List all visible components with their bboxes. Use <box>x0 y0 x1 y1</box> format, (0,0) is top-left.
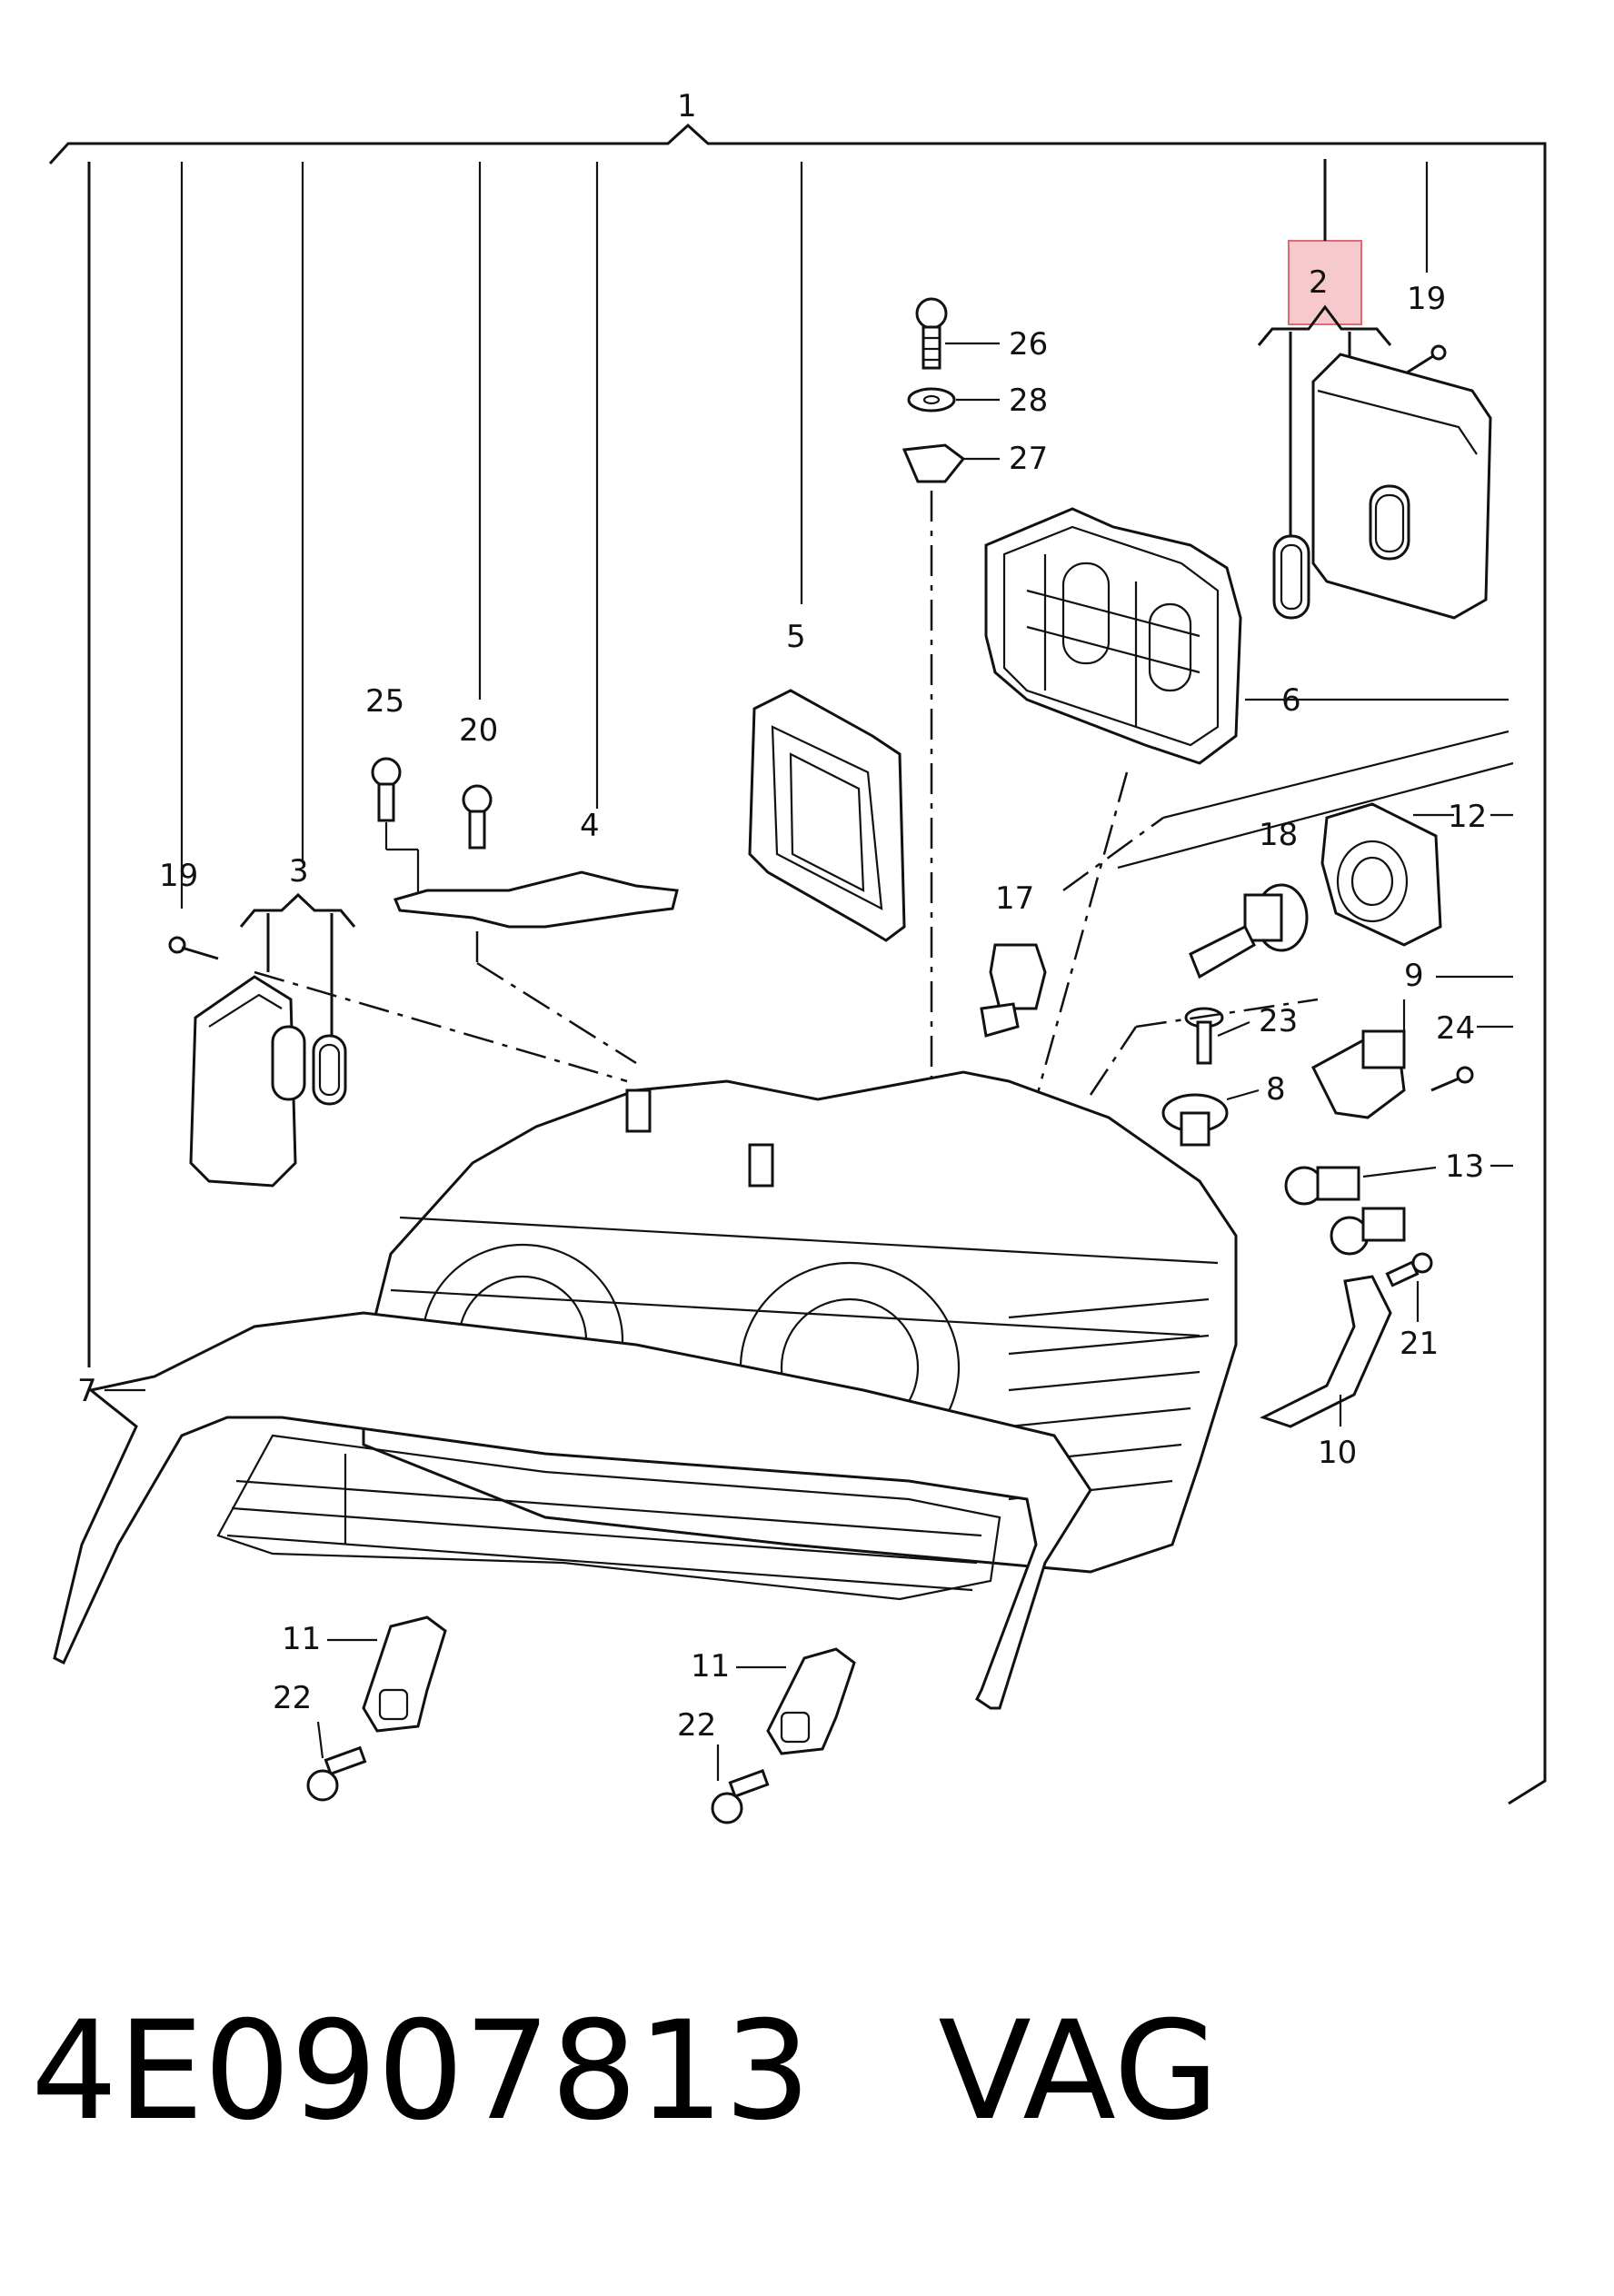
screw-24 <box>1430 1066 1474 1092</box>
callout-3: 3 <box>289 853 309 890</box>
callout-6: 6 <box>1281 682 1301 719</box>
callout-28: 28 <box>1009 383 1048 419</box>
clip-11-left <box>362 1615 447 1733</box>
screw-25 <box>371 757 420 895</box>
screw-20 <box>462 784 493 850</box>
sub-bracket-3 <box>239 892 356 1036</box>
callout-8: 8 <box>1266 1071 1286 1108</box>
callout-20: 20 <box>459 712 498 749</box>
callout-21: 21 <box>1400 1326 1439 1362</box>
callout-2: 2 <box>1309 264 1329 301</box>
callout-24: 24 <box>1436 1010 1475 1047</box>
assembly-bracket <box>48 123 1547 1805</box>
callout-26: 26 <box>1009 326 1048 363</box>
callout-23: 23 <box>1259 1003 1298 1039</box>
callout-5: 5 <box>786 619 806 655</box>
bracket-4 <box>393 870 679 1065</box>
igniter-12 <box>1320 802 1513 947</box>
screw-21 <box>1385 1252 1433 1287</box>
housing-cover-6 <box>984 507 1509 1100</box>
screw-19-right <box>1403 344 1447 376</box>
callout-19-right: 19 <box>1407 281 1446 317</box>
bulbs-13 <box>1284 1166 1437 1256</box>
callout-2-highlight <box>1288 240 1362 325</box>
top-leader-lines <box>180 162 1429 909</box>
callout-17: 17 <box>995 880 1034 917</box>
callout-7: 7 <box>77 1373 97 1409</box>
brand-name: VAG <box>938 1993 1220 2151</box>
callout-25: 25 <box>365 683 404 720</box>
part-number: 4E0907813 <box>31 1993 812 2151</box>
control-unit-2 <box>1272 353 1492 620</box>
callout-22-left: 22 <box>273 1680 312 1716</box>
callout-13: 13 <box>1445 1148 1484 1185</box>
screw-22-right <box>711 1744 770 1824</box>
callout-27: 27 <box>1009 441 1048 477</box>
actuator-9 <box>1311 999 1406 1119</box>
bracket-10 <box>1260 1275 1392 1428</box>
cap-8 <box>1089 998 1319 1147</box>
bulb-17 <box>980 816 1164 1038</box>
callout-22-right: 22 <box>677 1707 716 1744</box>
leader-line-upper <box>1162 730 1509 820</box>
callout-18: 18 <box>1259 817 1298 853</box>
callout-1: 1 <box>677 88 697 124</box>
callout-11-right: 11 <box>691 1648 730 1685</box>
screw-19-left <box>168 936 628 1083</box>
callout-19-left: 19 <box>159 858 198 894</box>
callout-12: 12 <box>1448 799 1487 835</box>
clip-11-right <box>766 1647 856 1755</box>
frame-5 <box>748 689 906 942</box>
headlight-lens <box>53 1311 1092 1710</box>
control-unit-3 <box>189 975 347 1188</box>
washer-28 <box>907 387 1000 412</box>
leader-line-lower <box>1117 761 1514 870</box>
callout-4: 4 <box>580 808 600 844</box>
clip-27 <box>902 443 1000 1090</box>
screw-26 <box>915 297 1000 370</box>
headlight-housing-7 <box>362 1070 1238 1574</box>
screw-22-left <box>306 1721 367 1802</box>
callout-10: 10 <box>1318 1435 1357 1471</box>
callout-11-left: 11 <box>282 1621 321 1657</box>
callout-9: 9 <box>1404 958 1424 994</box>
xenon-bulb-18 <box>1189 883 1309 979</box>
